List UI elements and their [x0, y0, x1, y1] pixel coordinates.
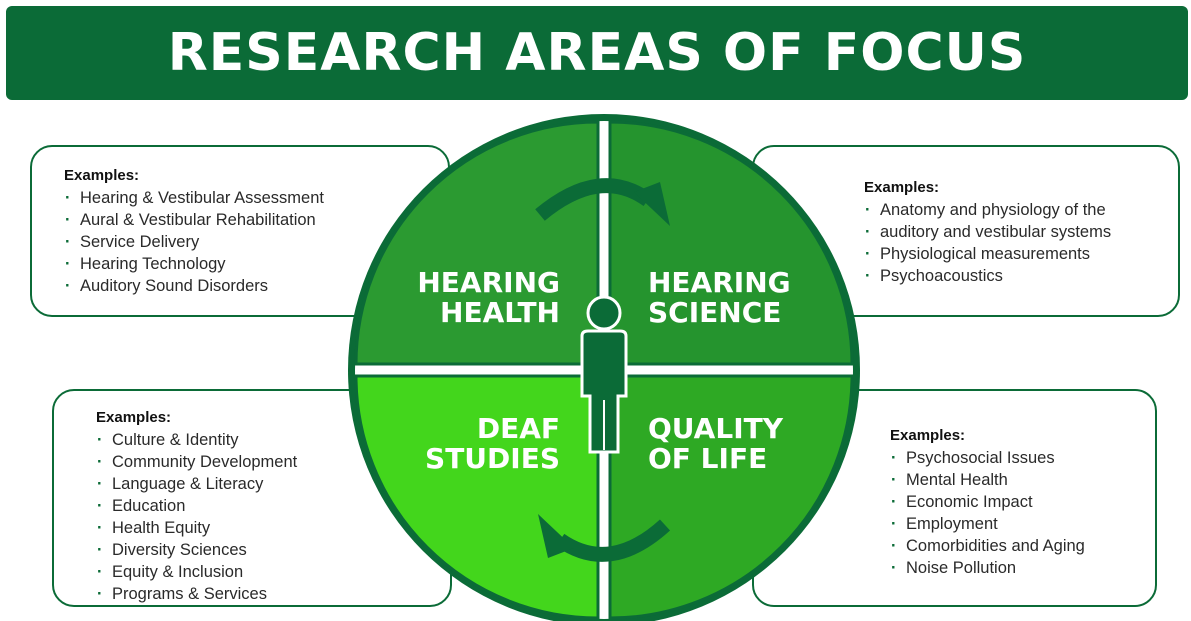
example-item: Economic Impact [890, 491, 1085, 513]
example-item: Language & Literacy [96, 473, 297, 495]
quadrant-hearing-health [354, 120, 600, 366]
curved-arrow-left-icon [538, 514, 671, 562]
example-item: Hearing Technology [64, 253, 324, 275]
hearing-health-label-line2: HEALTH [440, 296, 560, 329]
example-item: Programs & Services [96, 583, 297, 605]
example-item: Comorbidities and Aging [890, 535, 1085, 557]
example-item: Aural & Vestibular Rehabilitation [64, 209, 324, 231]
example-item: Noise Pollution [890, 557, 1085, 579]
example-item: Equity & Inclusion [96, 561, 297, 583]
example-item: Community Development [96, 451, 297, 473]
examples-heading: Examples: [64, 167, 140, 184]
example-item: Diversity Sciences [96, 539, 297, 561]
hearing-science-label-line1: HEARING [648, 266, 791, 299]
example-item: Auditory Sound Disorders [64, 275, 324, 297]
quadrant-hearing-science [608, 120, 854, 366]
examples-heading: Examples: [96, 409, 172, 426]
examples-list: Culture & IdentityCommunity DevelopmentL… [96, 429, 297, 605]
deaf-studies-label-line2: STUDIES [425, 442, 560, 475]
examples-heading: Examples: [890, 427, 966, 444]
example-item: Psychoacoustics [864, 265, 1111, 287]
quadrant-quality-of-life [608, 374, 854, 620]
title-banner: RESEARCH AREAS OF FOCUS [6, 6, 1188, 100]
quality-of-life-label-line1: QUALITY [648, 412, 784, 445]
example-item: Employment [890, 513, 1085, 535]
example-item: Culture & Identity [96, 429, 297, 451]
examples-list: Psychosocial IssuesMental HealthEconomic… [890, 447, 1085, 579]
example-item: auditory and vestibular systems [864, 221, 1111, 243]
example-item: Psychosocial Issues [890, 447, 1085, 469]
deaf-studies-label-line1: DEAF [477, 412, 560, 445]
example-item: Mental Health [890, 469, 1085, 491]
curved-arrow-right-icon [535, 178, 670, 226]
hearing-health-label-line1: HEARING [417, 266, 560, 299]
page-title: RESEARCH AREAS OF FOCUS [167, 23, 1027, 83]
quality-of-life-label-line2: OF LIFE [648, 442, 767, 475]
example-item: Education [96, 495, 297, 517]
example-item: Hearing & Vestibular Assessment [64, 187, 324, 209]
examples-list: Hearing & Vestibular AssessmentAural & V… [64, 187, 324, 297]
examples-list: Anatomy and physiology of theauditory an… [864, 199, 1111, 287]
example-item: Anatomy and physiology of the [864, 199, 1111, 221]
example-item: Service Delivery [64, 231, 324, 253]
example-item: Health Equity [96, 517, 297, 539]
examples-heading: Examples: [864, 179, 940, 196]
example-item: Physiological measurements [864, 243, 1111, 265]
person-icon [580, 295, 628, 454]
quadrant-deaf-studies [354, 374, 600, 620]
hearing-science-label-line2: SCIENCE [648, 296, 781, 329]
